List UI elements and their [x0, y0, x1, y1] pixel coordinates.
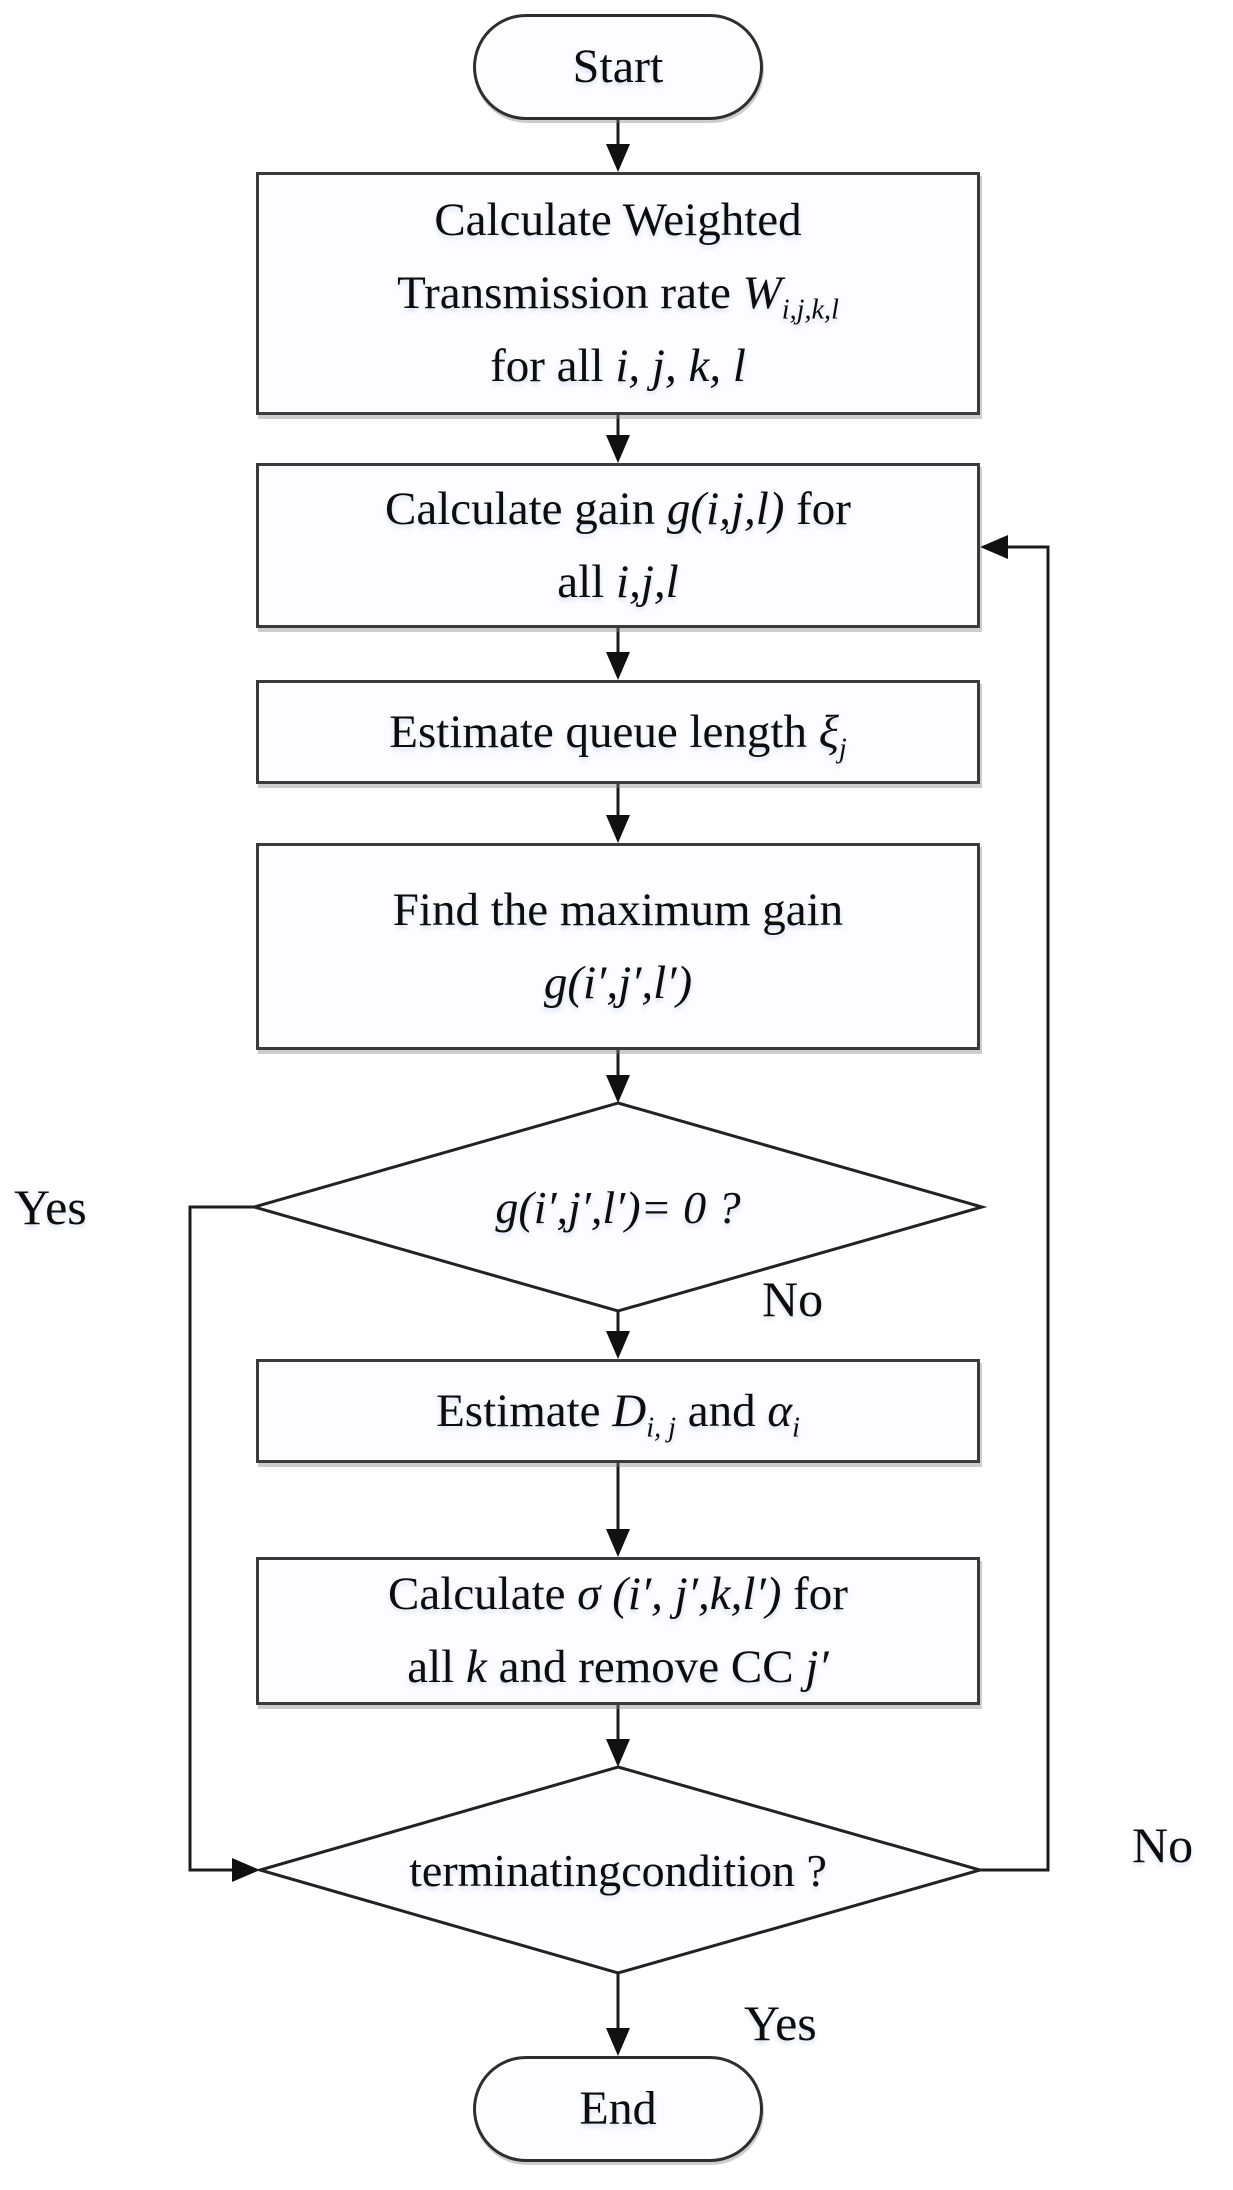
edge-label-yes-gain-zero: Yes	[14, 1179, 87, 1235]
process-estimate-d-alpha: Estimate Di, j and αi	[256, 1359, 980, 1463]
edge-label-no-gain-zero: No	[762, 1271, 824, 1327]
edge-label-no-terminating: No	[1132, 1817, 1194, 1873]
start-label: Start	[572, 39, 664, 93]
end-node: End	[473, 2056, 763, 2162]
end-label: End	[579, 2081, 657, 2135]
arrowheads	[232, 144, 1008, 2056]
terminating-decision-shape	[254, 1765, 986, 1975]
process-estimate-d-alpha-text: Estimate Di, j and αi	[436, 1384, 800, 1443]
process-estimate-queue-length-text: Estimate queue length ξj	[389, 705, 847, 764]
connector-lines	[188, 120, 1050, 2034]
edge-label-yes-terminating: Yes	[744, 1995, 817, 2051]
start-node: Start	[473, 14, 763, 120]
decision-shapes	[248, 1101, 988, 1975]
gain-zero-decision-shape	[248, 1101, 988, 1313]
gain-zero-decision-text: g(i′,j′,l′)= 0 ?	[495, 1181, 741, 1233]
process-estimate-queue-length: Estimate queue length ξj	[256, 680, 980, 784]
